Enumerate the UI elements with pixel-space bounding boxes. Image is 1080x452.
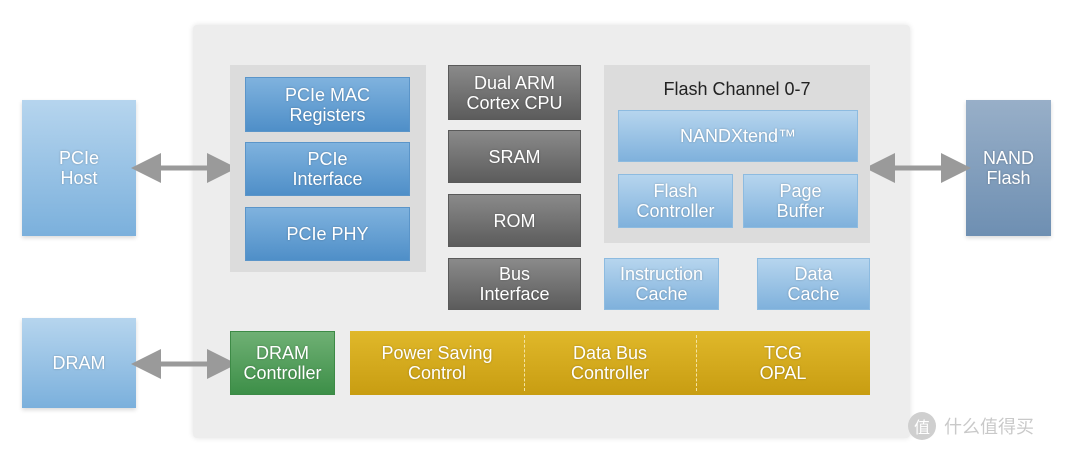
dram-controller-label: DRAM Controller [243, 343, 322, 383]
flash-channel-title-text: Flash Channel 0-7 [663, 79, 811, 99]
bus-interface-block: Bus Interface [448, 258, 581, 310]
flash-controller-label: Flash Controller [636, 181, 715, 221]
data-bus-controller-block: Data Bus Controller [524, 331, 696, 395]
flash-controller-block: Flash Controller [618, 174, 733, 228]
page-buffer-label: Page Buffer [776, 181, 825, 221]
tcg-opal-block: TCG OPAL [696, 331, 870, 395]
data-cache-label: Data Cache [787, 264, 840, 304]
pcie-phy-block: PCIe PHY [245, 207, 410, 261]
power-saving-control-label: Power Saving Control [381, 343, 493, 383]
pcie-host-label: PCIe Host [58, 148, 100, 188]
system-services-bar [350, 331, 870, 395]
instruction-cache-label: Instruction Cache [619, 264, 704, 304]
sram-label: SRAM [488, 146, 541, 167]
bus-interface-label: Bus Interface [479, 264, 550, 304]
pcie-mac-registers-label: PCIe MAC Registers [284, 84, 371, 125]
rom-block: ROM [448, 194, 581, 247]
power-saving-control-block: Power Saving Control [350, 331, 524, 395]
dram-label: DRAM [52, 353, 106, 373]
dram-block: DRAM [22, 318, 136, 408]
site-watermark-text: 什么值得买 [944, 417, 1034, 437]
nandxtend-label: NANDXtend™ [679, 126, 797, 146]
data-cache-block: Data Cache [757, 258, 870, 310]
pcie-interface-block: PCIe Interface [245, 142, 410, 196]
nand-flash-block: NAND Flash [966, 100, 1051, 236]
rom-label: ROM [493, 210, 536, 231]
sram-block: SRAM [448, 130, 581, 183]
dual-arm-cpu-label: Dual ARM Cortex CPU [466, 72, 563, 113]
pcie-mac-registers-block: PCIe MAC Registers [245, 77, 410, 132]
flash-channel-title: Flash Channel 0-7 [604, 76, 870, 102]
pcie-interface-label: PCIe Interface [292, 149, 363, 189]
site-logo-icon: 值 [908, 412, 936, 440]
dual-arm-cpu-block: Dual ARM Cortex CPU [448, 65, 581, 120]
data-bus-controller-label: Data Bus Controller [570, 343, 650, 383]
instruction-cache-block: Instruction Cache [604, 258, 719, 310]
page-buffer-block: Page Buffer [743, 174, 858, 228]
site-watermark: 值 什么值得买 [908, 410, 1073, 442]
pcie-host-block: PCIe Host [22, 100, 136, 236]
bar-divider [524, 335, 525, 391]
bar-divider [696, 335, 697, 391]
dram-controller-block: DRAM Controller [230, 331, 335, 395]
pcie-phy-label: PCIe PHY [286, 224, 369, 244]
nand-flash-label: NAND Flash [982, 148, 1034, 188]
tcg-opal-label: TCG OPAL [759, 343, 807, 383]
nandxtend-block: NANDXtend™ [618, 110, 858, 162]
